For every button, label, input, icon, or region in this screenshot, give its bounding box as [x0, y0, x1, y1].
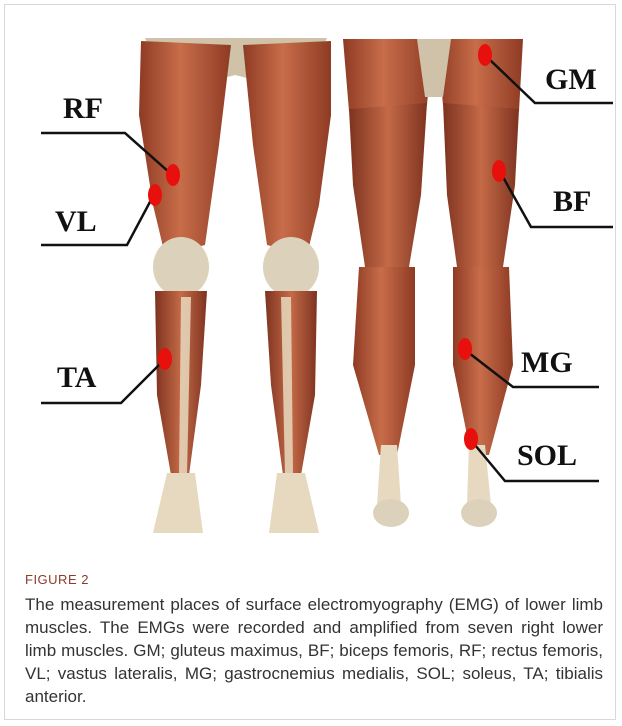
ta-marker — [158, 348, 172, 370]
front-left-knee — [153, 237, 209, 297]
figure-caption: FIGURE 2 The measurement places of surfa… — [25, 572, 603, 708]
front-left-foot — [153, 473, 203, 533]
rf-label: RF — [63, 92, 103, 125]
back-left-calf — [353, 267, 415, 455]
gm-label: GM — [545, 63, 597, 96]
back-left-heel — [373, 499, 409, 527]
vl-label: VL — [55, 205, 97, 238]
bf-label: BF — [553, 185, 591, 218]
figure-frame: RF VL TA GM BF MG SOL — [4, 4, 616, 720]
mg-marker — [458, 338, 472, 360]
back-right-calf — [453, 267, 513, 455]
back-view-legs — [343, 39, 523, 527]
front-right-foot — [269, 473, 319, 533]
back-right-heel — [461, 499, 497, 527]
sol-label: SOL — [517, 439, 577, 472]
back-left-achilles — [377, 445, 401, 505]
front-view-legs — [139, 38, 331, 533]
figure-illustration: RF VL TA GM BF MG SOL — [5, 5, 617, 555]
mg-label: MG — [521, 346, 573, 379]
front-right-knee — [263, 237, 319, 297]
sol-marker — [464, 428, 478, 450]
front-left-thigh — [139, 41, 231, 255]
figure-number: FIGURE 2 — [25, 572, 603, 587]
vl-marker — [148, 184, 162, 206]
back-left-thigh — [349, 103, 427, 267]
bf-marker — [492, 160, 506, 182]
gm-marker — [478, 44, 492, 66]
front-right-thigh — [243, 41, 331, 255]
caption-text: The measurement places of surface electr… — [25, 593, 603, 708]
ta-label: TA — [57, 361, 97, 394]
rf-marker — [166, 164, 180, 186]
